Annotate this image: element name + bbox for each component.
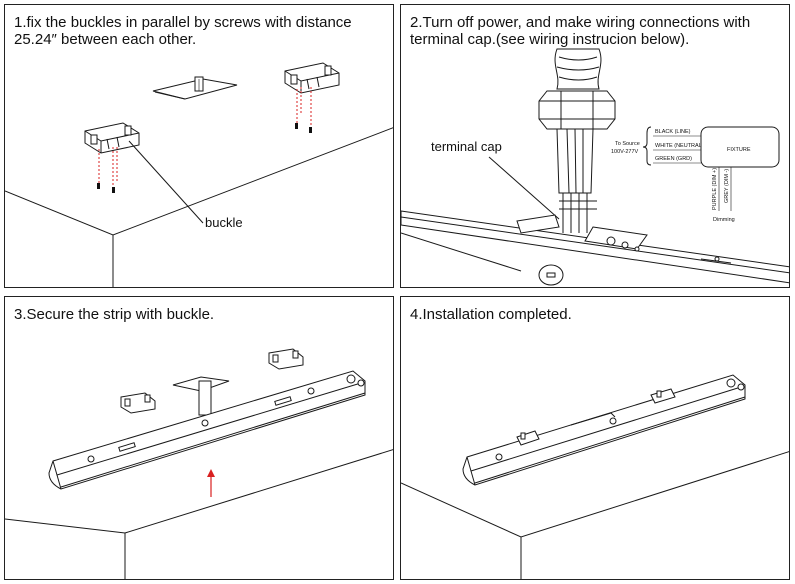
fixture-box bbox=[700, 126, 780, 168]
buckle-left bbox=[84, 122, 140, 154]
buckle-left bbox=[516, 430, 540, 446]
white-wire-label: WHITE (NEUTRAL) bbox=[655, 143, 704, 149]
junction-box-plate bbox=[172, 376, 230, 416]
to-source-label: To Source bbox=[615, 141, 640, 147]
wiring-diagram: To Source 100V-277V BLACK (LINE) WHITE (… bbox=[611, 126, 780, 223]
step-3-illustration bbox=[5, 348, 393, 579]
step-1-panel: 1.fix the buckles in parallel by screws … bbox=[4, 4, 394, 288]
fixture-strip bbox=[462, 374, 746, 486]
step-3-caption: 3.Secure the strip with buckle. bbox=[14, 306, 215, 323]
step-4-illustration bbox=[401, 374, 789, 579]
terminal-cap-leader-line bbox=[488, 156, 560, 220]
up-arrow bbox=[207, 469, 215, 497]
fixture-strip bbox=[401, 210, 789, 284]
hex-nut bbox=[538, 90, 616, 130]
junction-box-plate bbox=[152, 76, 238, 100]
buckle-right bbox=[284, 62, 340, 94]
wire-bundle bbox=[556, 128, 597, 233]
screw-lines-left bbox=[98, 147, 118, 187]
fixture-strip bbox=[48, 370, 366, 490]
screw-lines-right bbox=[296, 87, 312, 127]
buckle-leader-line bbox=[128, 140, 204, 224]
step-2-panel: 2.Turn off power, and make wiring connec… bbox=[400, 4, 790, 288]
buckle-left bbox=[120, 392, 156, 414]
grey-wire-label: GREY (DIM -) bbox=[724, 169, 730, 203]
step-2-illustration: terminal cap To Source 100V-277V BLACK (… bbox=[401, 48, 789, 286]
step-3-panel: 3.Secure the strip with buckle. bbox=[4, 296, 394, 580]
screws-right bbox=[295, 123, 312, 133]
ceiling-outline bbox=[5, 127, 393, 287]
black-wire-label: BLACK (LINE) bbox=[655, 129, 691, 135]
conduit-flex bbox=[554, 48, 602, 90]
step-4-panel: 4.Installation completed. bbox=[400, 296, 790, 580]
voltage-label: 100V-277V bbox=[611, 149, 639, 155]
screws-left bbox=[97, 183, 115, 193]
buckle-right bbox=[650, 388, 676, 404]
step-1-illustration: buckle bbox=[5, 62, 393, 287]
step-1-caption: 1.fix the buckles in parallel by screws … bbox=[14, 14, 352, 48]
dimming-label: Dimming bbox=[713, 217, 735, 223]
step-2-caption: 2.Turn off power, and make wiring connec… bbox=[410, 14, 751, 48]
ceiling-outline bbox=[401, 232, 522, 272]
green-wire-label: GREEN (GRD) bbox=[655, 156, 692, 162]
ceiling-hole bbox=[538, 264, 564, 286]
ceiling-outline bbox=[401, 451, 789, 579]
buckle-label: buckle bbox=[205, 215, 243, 230]
purple-wire-label: PURPLE (DIM +) bbox=[712, 168, 718, 210]
step-4-caption: 4.Installation completed. bbox=[410, 306, 572, 323]
ceiling-outline bbox=[5, 449, 393, 579]
terminal-cap-label: terminal cap bbox=[431, 139, 502, 154]
buckle-right bbox=[268, 348, 304, 370]
fixture-label: FIXTURE bbox=[727, 147, 751, 153]
